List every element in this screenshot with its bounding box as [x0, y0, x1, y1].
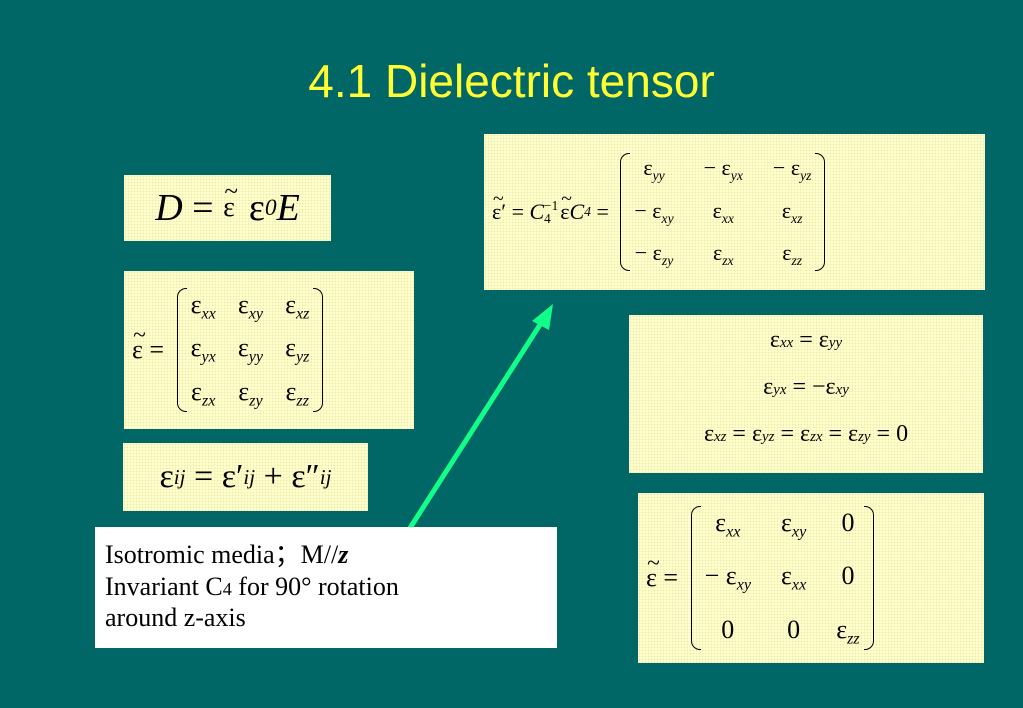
- result-cell-0-2: 0: [841, 507, 855, 537]
- symbol-C: C: [569, 199, 585, 224]
- rotated-tensor-matrix: εyy − εyx − εyz − εxy εxx εxz − εzy εzx εzz: [620, 152, 826, 272]
- result-cell-0-1: εxy: [781, 507, 807, 541]
- rel2-rhs-sub: xy: [835, 382, 849, 398]
- eq-result-matrix: ε = εxx εxy 0 − εxy εxx 0 0 0 εzz: [638, 493, 984, 663]
- equals-sign: =: [511, 199, 524, 224]
- note-line-1-z: z: [338, 540, 349, 569]
- plus-sign: +: [263, 458, 283, 495]
- eq-rotation: ε′ = C−14 ε C4 = εyy− εyx− εyz− εxyεxxεx…: [484, 134, 985, 290]
- note-line-1-text: Isotromic media；M//: [105, 540, 339, 569]
- rel3-sub-3: zy: [858, 429, 871, 445]
- rel3-eps-2: ε: [800, 421, 811, 447]
- rel1-lhs-sub: xx: [780, 335, 794, 351]
- equals-sign: =: [194, 458, 214, 495]
- tensor-cell-2-0: εzx: [191, 376, 216, 410]
- rel2-lhs-sub: yx: [773, 382, 787, 398]
- result-tensor-matrix: εxx εxy 0 − εxy εxx 0 0 0 εzz: [690, 505, 874, 651]
- symbol-C-inverse: C: [529, 199, 545, 224]
- result-cell-1-0: − εxy: [704, 561, 751, 594]
- tensor-cell-1-0: εyx: [190, 333, 216, 366]
- tensor-cell-0-2: εxz: [285, 289, 310, 323]
- epsilon-double-prime: ε″: [291, 458, 320, 495]
- C-inverse-sup: −1: [544, 197, 559, 213]
- rel1-eq: =: [799, 327, 813, 353]
- rel3-eq-0: =: [732, 421, 746, 447]
- equals-sign: =: [192, 187, 214, 229]
- rel2-lhs: ε: [763, 374, 774, 400]
- rotated-cell-2-0: − εzy: [634, 240, 674, 269]
- equals-sign-2: =: [596, 199, 609, 224]
- tensor-cell-1-2: εyz: [285, 333, 310, 366]
- result-cell-2-0: 0: [721, 614, 735, 644]
- equals-sign: =: [149, 335, 165, 364]
- symbol-D: D: [155, 187, 183, 229]
- tensor-cell-0-0: εxx: [190, 289, 216, 323]
- epsilon-tilde-lhs: ε: [132, 322, 146, 365]
- slide-title: 4.1 Dielectric tensor: [308, 55, 715, 107]
- rel1-rhs: ε: [818, 327, 829, 353]
- tensor-cell-1-1: εyy: [237, 333, 264, 366]
- tensor-cell-2-1: εzy: [238, 376, 263, 410]
- equals-sign: =: [663, 563, 679, 592]
- note-line-2-a: Invariant C: [105, 571, 223, 601]
- rel3-sub-0: xz: [714, 429, 727, 445]
- rel1-rhs-sub: yy: [828, 335, 843, 351]
- eq-displacement: D = ε ε0 E: [124, 175, 331, 241]
- note-line-2-b: for 90° rotation: [231, 571, 399, 601]
- note-line-2: Invariant C4 for 90° rotation: [105, 571, 547, 603]
- note-box: Isotromic media；M//z Invariant C4 for 90…: [95, 527, 557, 648]
- rotated-cell-0-2: − εyz: [772, 154, 812, 183]
- rotated-cell-0-1: − εyx: [703, 154, 743, 183]
- rotated-cell-1-0: − εxy: [634, 197, 674, 226]
- rotated-cell-2-2: εzz: [782, 240, 803, 269]
- result-cell-0-0: εxx: [715, 507, 741, 541]
- rotated-cell-2-1: εzx: [712, 240, 734, 269]
- note-line-2-sub: 4: [222, 578, 232, 599]
- rel3-eps-0: ε: [703, 421, 715, 447]
- result-cell-1-1: εxx: [781, 561, 807, 594]
- rel3-sub-2: zx: [810, 429, 823, 445]
- C-inverse-sub: 4: [544, 211, 551, 226]
- rel3-zero: 0: [896, 421, 909, 447]
- epsilon-zero: ε: [248, 187, 265, 229]
- rel3-eq-3: =: [876, 421, 891, 447]
- C-sub: 4: [584, 204, 591, 219]
- tensor-cell-0-1: εxy: [237, 289, 264, 323]
- rel2-eq: =: [792, 374, 806, 400]
- rel3-eq-2: =: [828, 421, 843, 447]
- epsilon-prime-sub: ij: [243, 464, 256, 489]
- tensor-cell-2-2: εzz: [285, 376, 309, 410]
- epsilon-tilde-lhs: ε: [646, 550, 660, 593]
- rel3-sub-1: yz: [762, 429, 775, 445]
- epsilon-ij: ε: [159, 458, 174, 495]
- note-line-1: Isotromic media；M//z: [105, 539, 547, 571]
- rel2-rhs: −ε: [812, 374, 836, 400]
- epsilon-prime: ε′: [221, 458, 244, 495]
- rel3-eps-3: ε: [848, 421, 859, 447]
- epsilon-ij-sub: ij: [173, 464, 186, 489]
- epsilon-tilde: ε: [560, 188, 572, 225]
- rel1-lhs: ε: [769, 327, 780, 353]
- rotated-cell-1-2: εxz: [781, 197, 803, 226]
- epsilon-double-prime-sub: ij: [319, 464, 332, 489]
- rel3-eq-1: =: [780, 421, 794, 447]
- rotated-cell-0-0: εyy: [643, 154, 665, 183]
- epsilon-tilde: ε: [223, 178, 238, 224]
- note-line-3: around z-axis: [105, 603, 246, 633]
- rotated-cell-1-1: εxx: [712, 197, 734, 226]
- epsilon-tilde-prime: ε′: [492, 188, 506, 225]
- rel3-eps-1: ε: [751, 421, 763, 447]
- result-cell-2-1: 0: [787, 614, 801, 644]
- result-cell-2-2: εzz: [836, 614, 860, 648]
- epsilon-zero-sub: 0: [264, 194, 277, 221]
- result-cell-1-2: 0: [841, 561, 855, 591]
- symbol-E: E: [276, 187, 300, 229]
